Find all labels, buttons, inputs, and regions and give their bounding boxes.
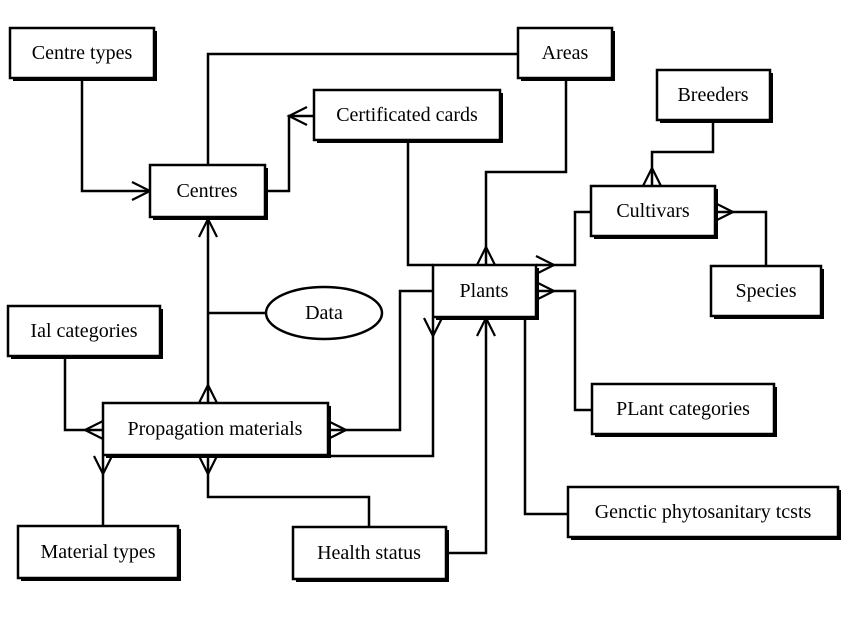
link-ial-categories-propagation-materials (63, 357, 103, 432)
entity-breeders: Breeders (655, 68, 773, 123)
entity-propagation-materials: Propagation materials (101, 401, 331, 458)
link-certificated-cards-plants (406, 142, 433, 267)
link-certificated-cards-centres (265, 114, 314, 193)
entity-certificated-cards: Certificated cards (312, 88, 503, 143)
entity-label-propagation-materials: Propagation materials (128, 418, 303, 440)
entity-ial-categories: Ial categories (6, 304, 163, 359)
link-cultivars-plants (536, 210, 591, 267)
crow-foot-marker (642, 165, 662, 187)
entity-genetic-phytosanitary-tests: Genctic phytosanitary tcsts (566, 485, 841, 540)
link-areas-plants (484, 80, 568, 265)
entity-centre-types: Centre types (8, 26, 157, 81)
entity-material-types: Material types (16, 524, 181, 581)
link-plants-propagation-materials (328, 289, 433, 432)
link-propagation-materials-health-status (206, 456, 371, 527)
crow-foot-marker (198, 455, 218, 477)
entity-label-plant-categories: PLant categories (616, 398, 750, 420)
crow-foot-marker (535, 281, 557, 301)
crow-foot-marker (476, 244, 496, 266)
crow-foot-markers (82, 44, 736, 524)
crow-foot-marker (714, 202, 736, 222)
entity-label-ial-categories: Ial categories (30, 320, 137, 342)
entity-label-centre-types: Centre types (32, 42, 133, 64)
entity-label-plants: Plants (460, 280, 509, 302)
entity-species: Species (709, 264, 824, 319)
entity-label-cultivars: Cultivars (616, 200, 690, 222)
crow-foot-marker (535, 255, 557, 275)
entity-areas: Areas (516, 26, 615, 81)
entity-label-centres: Centres (176, 180, 237, 202)
crow-foot-marker (93, 455, 113, 477)
link-plants-health-status (446, 318, 488, 555)
link-centre-types-centres (80, 80, 150, 193)
entity-label-genetic-phytosanitary-tests: Genctic phytosanitary tcsts (595, 501, 812, 523)
entity-label-health-status: Health status (317, 542, 421, 564)
entity-plants: Plants (431, 263, 539, 320)
link-plants-plant-categories (536, 289, 592, 412)
crow-foot-marker (286, 106, 308, 126)
entity-label-areas: Areas (542, 42, 589, 64)
entity-label-species: Species (735, 280, 796, 302)
link-propagation-materials-plants (328, 318, 435, 458)
entity-centres: Centres (148, 163, 268, 220)
entity-cultivars: Cultivars (589, 184, 718, 239)
entity-plant-categories: PLant categories (590, 382, 777, 437)
link-plants-genetic-tests (523, 318, 568, 516)
entity-health-status: Health status (291, 525, 449, 582)
crow-foot-marker (327, 420, 349, 440)
relationship-lines (63, 52, 768, 555)
crow-foot-marker (423, 317, 443, 339)
link-areas-centres (206, 52, 518, 165)
link-breeders-cultivars (650, 122, 715, 186)
link-cultivars-species (715, 210, 768, 266)
entity-label-breeders: Breeders (677, 84, 748, 106)
crow-foot-marker (198, 382, 218, 404)
attribute-data: Data (264, 285, 384, 341)
entity-label-material-types: Material types (41, 541, 156, 563)
entity-label-certificated-cards: Certificated cards (336, 104, 478, 126)
crow-foot-marker (82, 420, 104, 440)
attribute-label-data: Data (305, 302, 343, 324)
